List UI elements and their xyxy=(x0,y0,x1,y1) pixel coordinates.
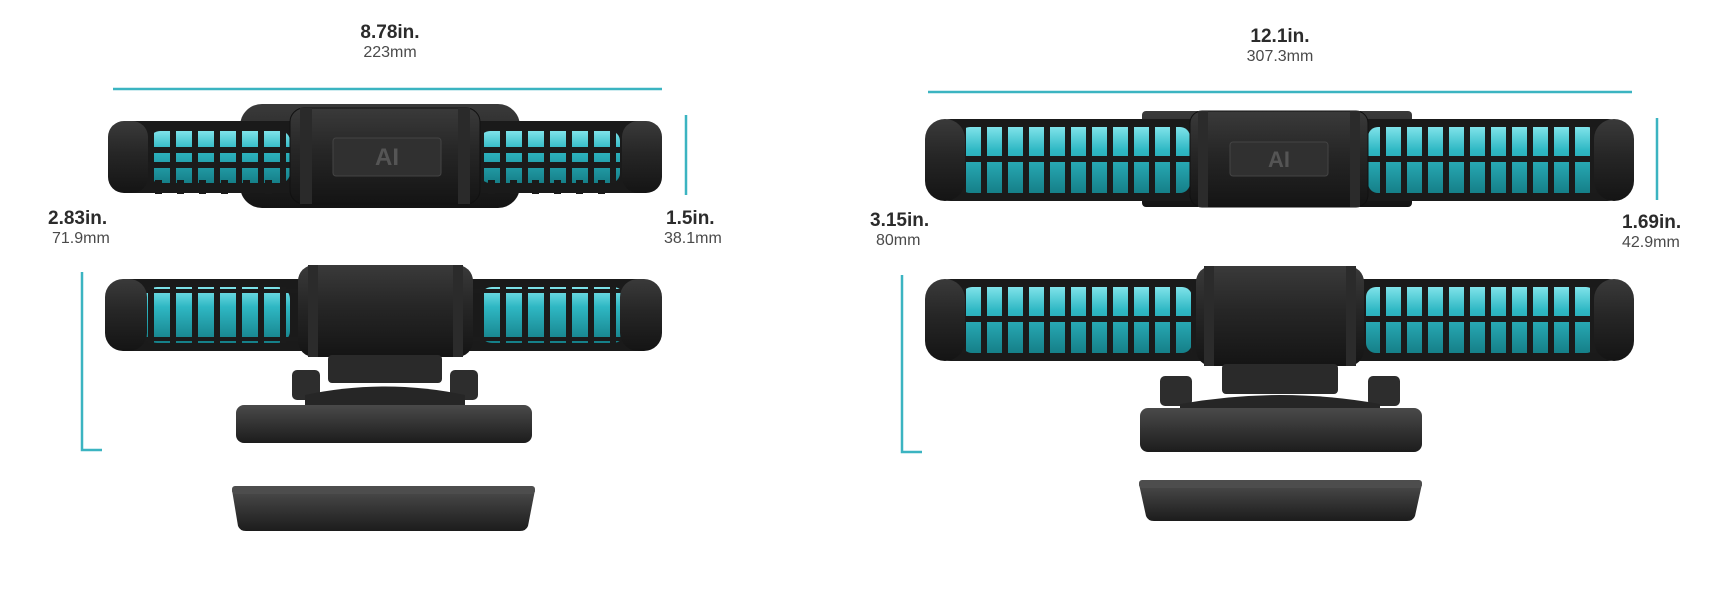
large-height-in: 3.15in. xyxy=(870,210,930,231)
large-width-mm: 307.3mm xyxy=(1246,47,1314,65)
large-height-bracket xyxy=(900,275,922,454)
small-depth-mm: 38.1mm xyxy=(664,229,722,247)
large-width-in: 12.1in. xyxy=(1250,26,1310,47)
small-height-label: 2.83in. 71.9mm xyxy=(48,208,168,248)
small-width-label: 8.78in. 223mm xyxy=(330,22,450,62)
small-pump-top-view xyxy=(108,104,662,208)
large-logo-text: AI xyxy=(1268,147,1290,172)
large-height-mm: 80mm xyxy=(876,231,921,249)
small-pump-side-view xyxy=(105,265,662,531)
small-height-in: 2.83in. xyxy=(48,208,108,229)
large-depth-in: 1.69in. xyxy=(1622,212,1682,233)
large-depth-label: 1.69in. 42.9mm xyxy=(1622,212,1716,252)
large-width-label: 12.1in. 307.3mm xyxy=(1220,26,1340,66)
small-width-in: 8.78in. xyxy=(360,22,420,43)
large-pump-top-view xyxy=(925,110,1634,208)
large-pump-side-view xyxy=(925,266,1634,521)
small-logo-text: AI xyxy=(375,144,399,171)
large-height-label: 3.15in. 80mm xyxy=(870,210,980,250)
small-height-bracket xyxy=(80,272,102,452)
small-depth-in: 1.5in. xyxy=(666,208,715,229)
small-depth-label: 1.5in. 38.1mm xyxy=(664,208,764,248)
small-height-mm: 71.9mm xyxy=(52,229,110,247)
large-depth-mm: 42.9mm xyxy=(1622,233,1680,251)
small-width-mm: 223mm xyxy=(363,43,417,61)
